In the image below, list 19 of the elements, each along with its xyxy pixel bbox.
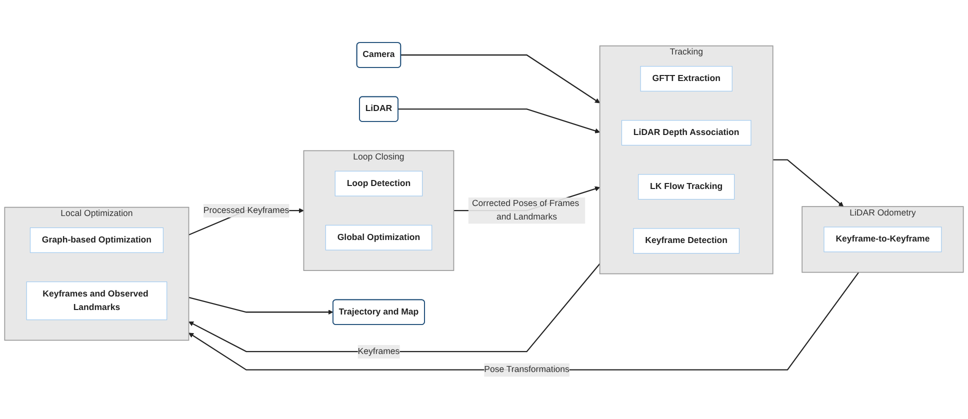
arrow — [400, 54, 600, 104]
edge-label: Corrected Poses of Frames and Landmarks — [472, 198, 580, 222]
arrow — [398, 108, 600, 134]
node-box: Loop Detection — [334, 170, 423, 196]
node-box: LK Flow Tracking — [638, 174, 735, 200]
node-box: LiDAR Depth Association — [621, 120, 752, 146]
arrow — [188, 296, 334, 315]
node-box: GFTT Extraction — [640, 66, 732, 92]
edge-label: Pose Transformations — [484, 364, 570, 374]
node-box: Keyframe Detection — [633, 228, 740, 254]
edge-label: Keyframes — [358, 346, 400, 356]
arrow — [772, 159, 844, 207]
node-box: Keyframes and Observed Landmarks — [26, 282, 168, 320]
arrow — [188, 263, 600, 352]
node-box: Graph-based Optimization — [30, 227, 164, 253]
node-box: Keyframe-to-Keyframe — [824, 226, 942, 252]
edge-label: Processed Keyframes — [203, 205, 290, 216]
node-box: Global Optimization — [325, 224, 432, 250]
arrow — [188, 272, 860, 370]
